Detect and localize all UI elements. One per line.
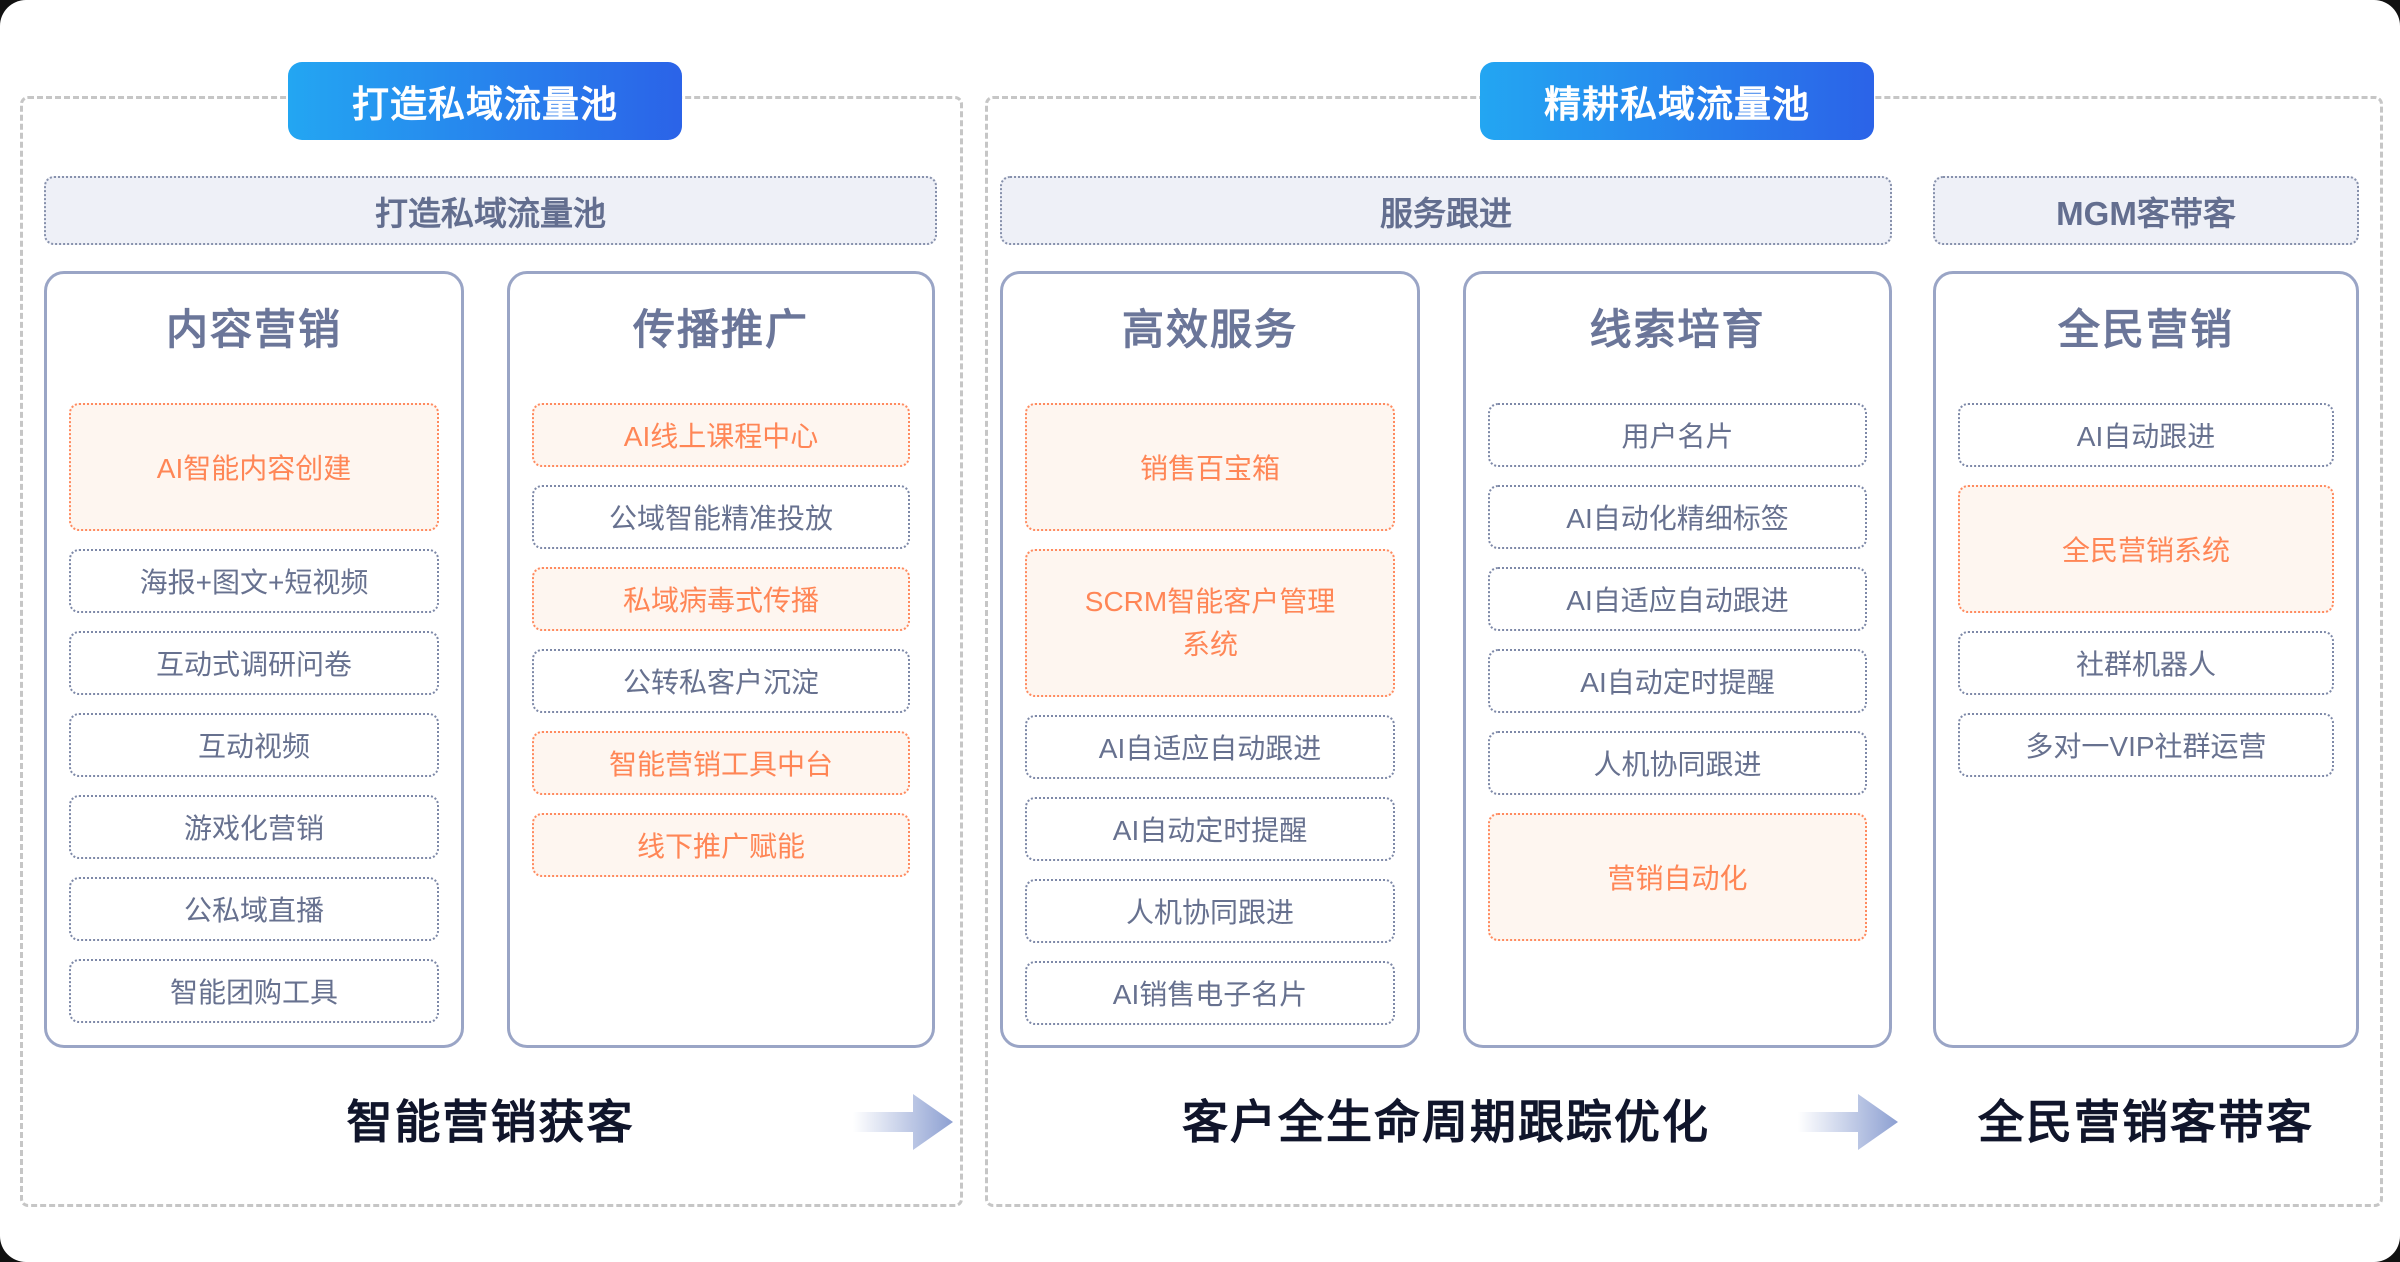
feature-item: 公私域直播 — [69, 877, 439, 941]
flow-arrow-icon — [1798, 1094, 1898, 1150]
feature-item: 互动式调研问卷 — [69, 631, 439, 695]
feature-item: 用户名片 — [1488, 403, 1867, 467]
feature-item: 多对一VIP社群运营 — [1958, 713, 2334, 777]
feature-list: AI线上课程中心 公域智能精准投放 私域病毒式传播 公转私客户沉淀 智能营销工具… — [532, 403, 910, 1045]
feature-item: AI智能内容创建 — [69, 403, 439, 531]
feature-item: AI自适应自动跟进 — [1488, 567, 1867, 631]
feature-item: 线下推广赋能 — [532, 813, 910, 877]
column-all-staff-marketing: 全民营销 AI自动跟进 全民营销系统 社群机器人 多对一VIP社群运营 — [1933, 271, 2359, 1048]
header-mgm-referral: MGM客带客 — [1933, 176, 2359, 245]
feature-item: 智能团购工具 — [69, 959, 439, 1023]
header-service-followup: 服务跟进 — [1000, 176, 1892, 245]
column-efficient-service: 高效服务 销售百宝箱 SCRM智能客户管理系统 AI自适应自动跟进 AI自动定时… — [1000, 271, 1420, 1048]
feature-item: 营销自动化 — [1488, 813, 1867, 941]
feature-item: 智能营销工具中台 — [532, 731, 910, 795]
feature-item: 游戏化营销 — [69, 795, 439, 859]
feature-item: 互动视频 — [69, 713, 439, 777]
column-title: 传播推广 — [632, 306, 809, 353]
feature-item: AI自动定时提醒 — [1488, 649, 1867, 713]
feature-list: AI自动跟进 全民营销系统 社群机器人 多对一VIP社群运营 — [1958, 403, 2334, 1045]
header-build-private-pool: 打造私域流量池 — [44, 176, 937, 245]
feature-item: AI自适应自动跟进 — [1025, 715, 1395, 779]
flow-label-smart-acquisition: 智能营销获客 — [346, 1096, 635, 1148]
feature-item: 海报+图文+短视频 — [69, 549, 439, 613]
feature-item: AI自动跟进 — [1958, 403, 2334, 467]
feature-item: 私域病毒式传播 — [532, 567, 910, 631]
feature-item: SCRM智能客户管理系统 — [1025, 549, 1395, 697]
feature-item: 公域智能精准投放 — [532, 485, 910, 549]
feature-list: 用户名片 AI自动化精细标签 AI自适应自动跟进 AI自动定时提醒 人机协同跟进… — [1488, 403, 1867, 1045]
column-content-marketing: 内容营销 AI智能内容创建 海报+图文+短视频 互动式调研问卷 互动视频 游戏化… — [44, 271, 464, 1048]
feature-item: 公转私客户沉淀 — [532, 649, 910, 713]
flow-label-lifecycle-optimization: 客户全生命周期跟踪优化 — [1182, 1096, 1710, 1148]
flow-label-referral-marketing: 全民营销客带客 — [1978, 1096, 2314, 1148]
column-spread-promotion: 传播推广 AI线上课程中心 公域智能精准投放 私域病毒式传播 公转私客户沉淀 智… — [507, 271, 935, 1048]
column-title: 线索培育 — [1589, 306, 1766, 353]
badge-build-private-pool: 打造私域流量池 — [288, 62, 682, 140]
feature-item: 销售百宝箱 — [1025, 403, 1395, 531]
feature-list: AI智能内容创建 海报+图文+短视频 互动式调研问卷 互动视频 游戏化营销 公私… — [69, 403, 439, 1045]
feature-item: AI自动定时提醒 — [1025, 797, 1395, 861]
feature-list: 销售百宝箱 SCRM智能客户管理系统 AI自适应自动跟进 AI自动定时提醒 人机… — [1025, 403, 1395, 1045]
feature-item: 全民营销系统 — [1958, 485, 2334, 613]
column-title: 全民营销 — [2057, 306, 2234, 353]
flow-arrow-icon — [853, 1094, 953, 1150]
feature-item: 人机协同跟进 — [1488, 731, 1867, 795]
feature-item: AI线上课程中心 — [532, 403, 910, 467]
column-title: 高效服务 — [1121, 306, 1298, 353]
column-title: 内容营销 — [165, 306, 342, 353]
feature-item: AI自动化精细标签 — [1488, 485, 1867, 549]
feature-item: 社群机器人 — [1958, 631, 2334, 695]
feature-item: 人机协同跟进 — [1025, 879, 1395, 943]
badge-cultivate-private-pool: 精耕私域流量池 — [1480, 62, 1874, 140]
feature-item: AI销售电子名片 — [1025, 961, 1395, 1025]
column-lead-nurturing: 线索培育 用户名片 AI自动化精细标签 AI自适应自动跟进 AI自动定时提醒 人… — [1463, 271, 1892, 1048]
